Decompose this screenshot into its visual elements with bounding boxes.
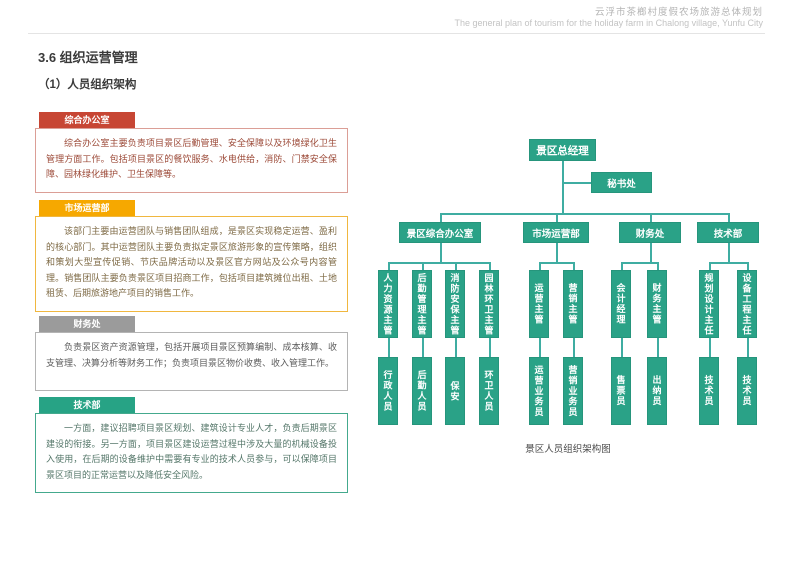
org-node-dept-finance: 财务处 <box>619 222 681 243</box>
connector-line <box>388 262 390 270</box>
section-subtitle: （1）人员组织架构 <box>38 79 137 91</box>
connector-line <box>728 213 730 222</box>
org-node-dept-technology: 技术部 <box>697 222 759 243</box>
connector-line <box>388 262 489 264</box>
dept-card-technology: 技术部 一方面，建议招聘项目景区规划、建筑设计专业人才，负责后期景区建设的衔接。… <box>35 397 348 493</box>
connector-line <box>539 262 541 270</box>
org-node-staff-ticket-seller: 售票员 <box>611 357 631 425</box>
org-node-staff-admin: 行政人员 <box>378 357 398 425</box>
org-node-staff-technician-2: 技术员 <box>737 357 757 425</box>
org-node-supervisor-garden-sanitation: 园林环卫主管 <box>479 270 499 338</box>
connector-line <box>657 262 659 270</box>
connector-line <box>728 243 730 262</box>
connector-line <box>489 338 491 357</box>
connector-line <box>440 243 442 262</box>
connector-line <box>573 338 575 357</box>
org-node-staff-security: 保安 <box>445 357 465 425</box>
connector-line <box>440 213 728 215</box>
connector-line <box>573 262 575 270</box>
connector-line <box>556 213 558 222</box>
org-node-planning-design-director: 规划设计主任 <box>699 270 719 338</box>
org-node-staff-logistics: 后勤人员 <box>412 357 432 425</box>
connector-line <box>455 338 457 357</box>
org-node-dept-general-office: 景区综合办公室 <box>399 222 481 243</box>
dept-body-market-operations: 该部门主要由运营团队与销售团队组成，是景区实现稳定运营、盈利的核心部门。其中运营… <box>35 216 348 312</box>
connector-line <box>747 338 749 357</box>
connector-line <box>539 262 573 264</box>
org-node-supervisor-fire-security: 消防安保主管 <box>445 270 465 338</box>
dept-body-general-office: 综合办公室主要负责项目景区后勤管理、安全保障以及环境绿化卫生管理方面工作。包括项… <box>35 128 348 193</box>
connector-line <box>562 182 591 184</box>
connector-line <box>621 262 623 270</box>
connector-line <box>650 213 652 222</box>
connector-line <box>455 262 457 270</box>
dept-tab-market-operations: 市场运营部 <box>39 200 135 216</box>
dept-tab-finance: 财务处 <box>39 316 135 332</box>
dept-card-market-operations: 市场运营部 该部门主要由运营团队与销售团队组成，是景区实现稳定运营、盈利的核心部… <box>35 200 348 312</box>
connector-line <box>709 338 711 357</box>
dept-card-finance: 财务处 负责景区资产资源管理，包括开展项目景区预算编制、成本核算、收支管理、决算… <box>35 316 348 391</box>
dept-body-finance: 负责景区资产资源管理，包括开展项目景区预算编制、成本核算、收支管理、决算分析等财… <box>35 332 348 391</box>
page-header-cn: 云浮市茶榔村度假农场旅游总体规划 <box>594 7 763 18</box>
org-node-finance-supervisor: 财务主管 <box>647 270 667 338</box>
dept-tab-technology: 技术部 <box>39 397 135 413</box>
org-node-supervisor-operations: 运营主管 <box>529 270 549 338</box>
connector-line <box>388 338 390 357</box>
connector-line <box>747 262 749 270</box>
dept-tab-general-office: 综合办公室 <box>39 112 135 128</box>
page-header-en: The general plan of tourism for the holi… <box>454 18 763 28</box>
org-node-staff-cashier: 出纳员 <box>647 357 667 425</box>
chart-caption: 景区人员组织架构图 <box>525 444 611 455</box>
header-divider <box>28 33 765 34</box>
org-node-staff-marketing-clerk: 营销业务员 <box>563 357 583 425</box>
org-node-staff-technician-1: 技术员 <box>699 357 719 425</box>
org-node-supervisor-marketing: 营销主管 <box>563 270 583 338</box>
connector-line <box>422 338 424 357</box>
org-node-accounting-manager: 会计经理 <box>611 270 631 338</box>
connector-line <box>650 243 652 262</box>
org-node-secretariat: 秘书处 <box>591 172 652 193</box>
connector-line <box>709 262 747 264</box>
connector-line <box>440 213 442 222</box>
org-node-supervisor-hr: 人力资源主管 <box>378 270 398 338</box>
org-node-dept-market-operations: 市场运营部 <box>523 222 589 243</box>
connector-line <box>562 161 564 213</box>
section-title: 3.6 组织运营管理 <box>38 50 138 65</box>
org-node-equipment-engineering-director: 设备工程主任 <box>737 270 757 338</box>
connector-line <box>621 338 623 357</box>
connector-line <box>489 262 491 270</box>
connector-line <box>422 262 424 270</box>
dept-card-general-office: 综合办公室 综合办公室主要负责项目景区后勤管理、安全保障以及环境绿化卫生管理方面… <box>35 112 348 193</box>
connector-line <box>556 243 558 262</box>
org-node-staff-operations-clerk: 运营业务员 <box>529 357 549 425</box>
org-node-staff-sanitation: 环卫人员 <box>479 357 499 425</box>
connector-line <box>657 338 659 357</box>
org-node-supervisor-logistics: 后勤管理主管 <box>412 270 432 338</box>
connector-line <box>709 262 711 270</box>
dept-body-technology: 一方面，建议招聘项目景区规划、建筑设计专业人才，负责后期景区建设的衔接。另一方面… <box>35 413 348 493</box>
connector-line <box>621 262 657 264</box>
connector-line <box>539 338 541 357</box>
org-node-general-manager: 景区总经理 <box>529 139 596 161</box>
